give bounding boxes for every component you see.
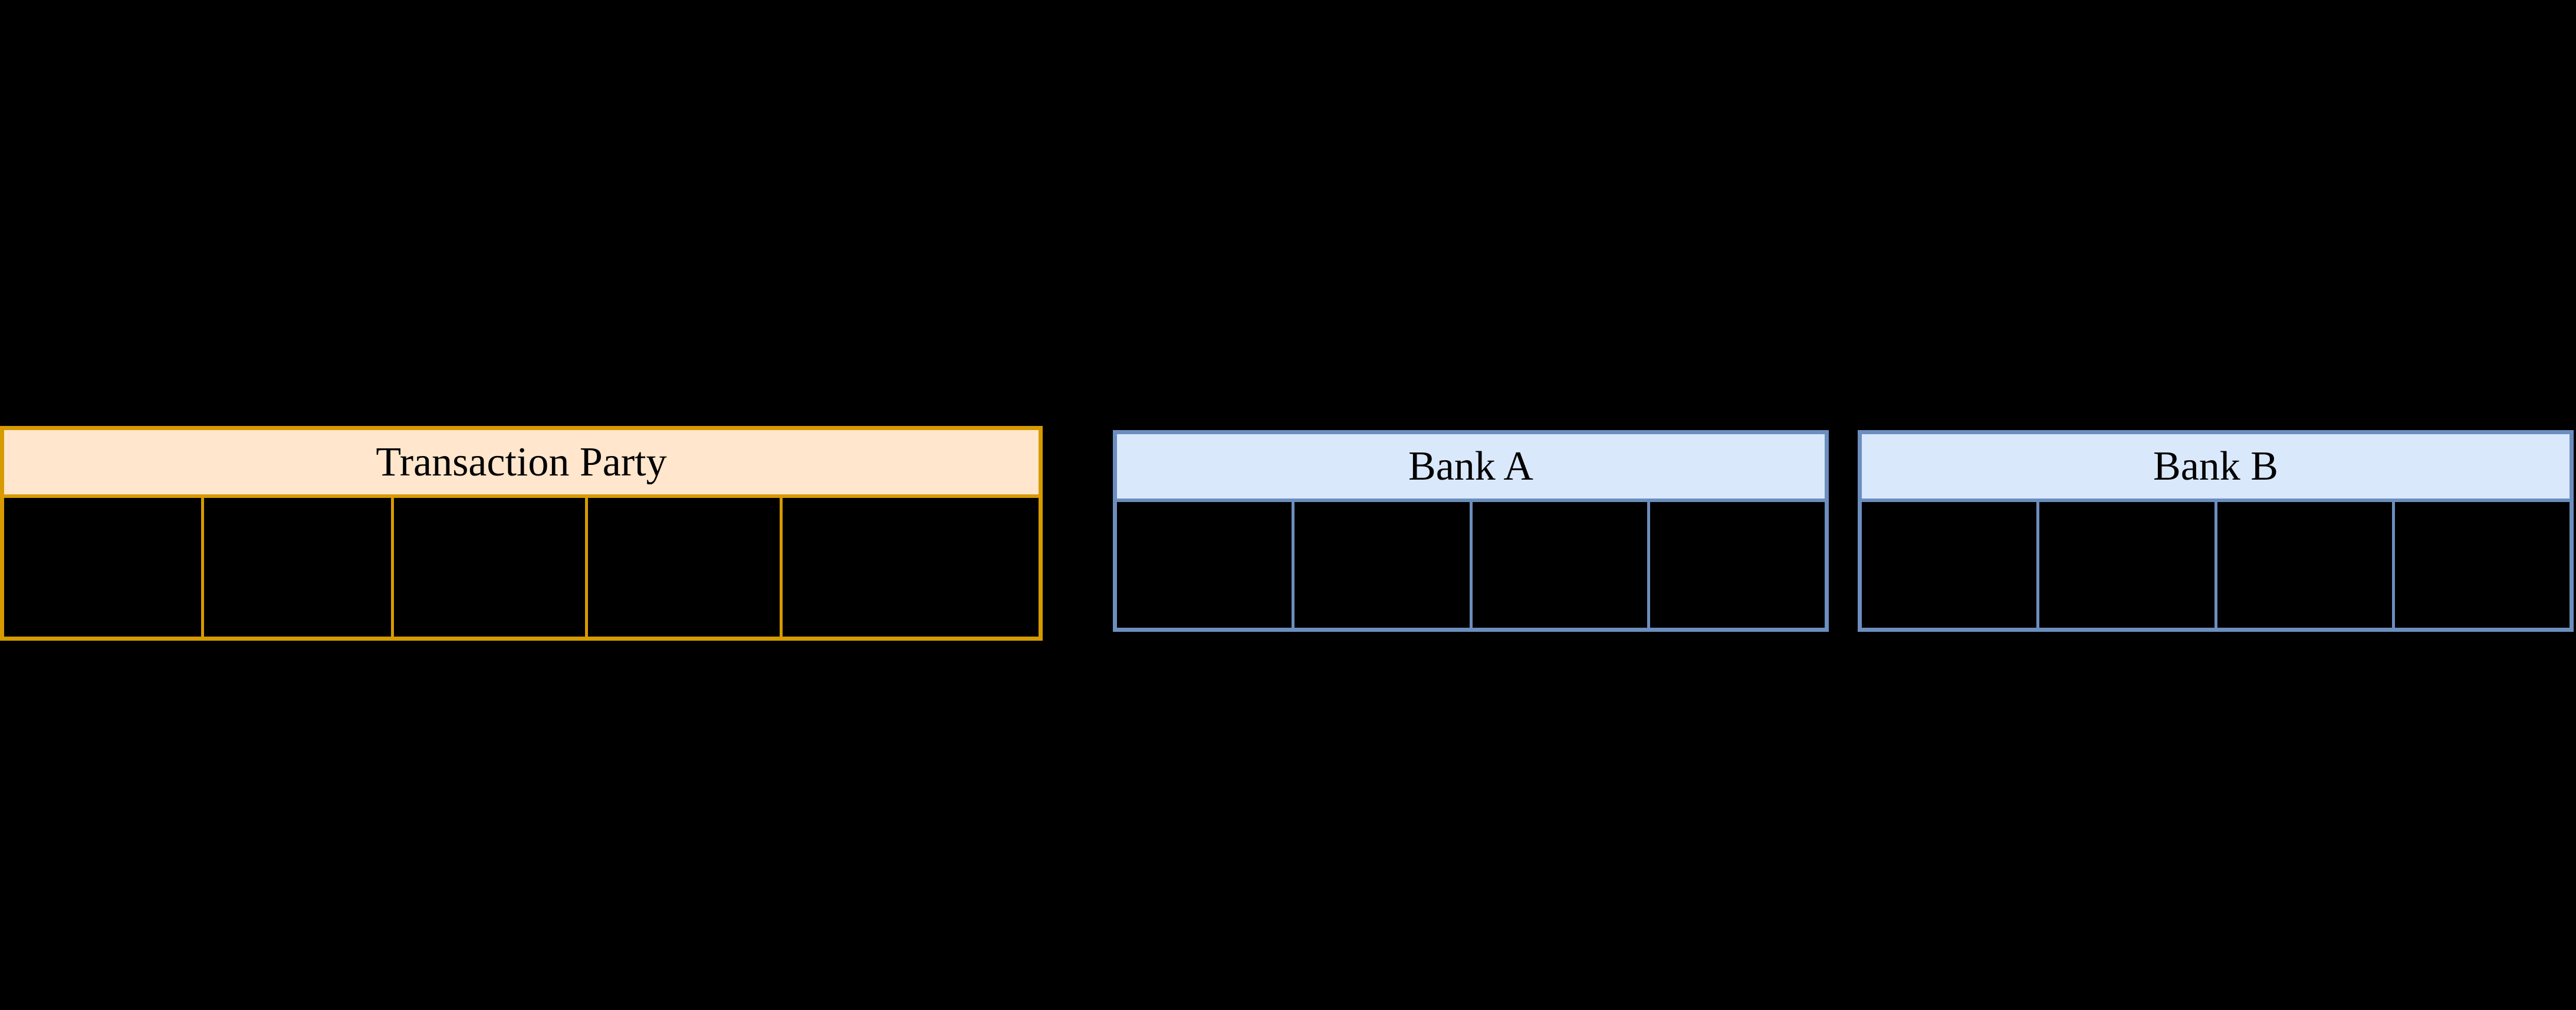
table-cell — [2039, 502, 2217, 628]
table-transaction-party: Transaction Party — [0, 426, 1043, 641]
table-cell — [394, 498, 588, 637]
table-cell — [204, 498, 394, 637]
table-body-bank-b — [1862, 502, 2570, 628]
table-cell — [2217, 502, 2395, 628]
table-bank-b: Bank B — [1858, 430, 2574, 632]
table-header-bank-a: Bank A — [1117, 434, 1825, 502]
table-bank-a: Bank A — [1113, 430, 1829, 632]
table-cell — [1294, 502, 1473, 628]
table-cell — [2395, 502, 2570, 628]
table-cell — [783, 498, 1039, 637]
table-header-bank-b: Bank B — [1862, 434, 2570, 502]
table-cell — [588, 498, 783, 637]
table-cell — [4, 498, 204, 637]
table-body-transaction-party — [4, 498, 1039, 637]
table-title-bank-b: Bank B — [2153, 443, 2278, 489]
table-title-bank-a: Bank A — [1408, 443, 1533, 489]
table-body-bank-a — [1117, 502, 1825, 628]
table-title-transaction-party: Transaction Party — [376, 439, 667, 485]
table-header-transaction-party: Transaction Party — [4, 430, 1039, 498]
table-cell — [1862, 502, 2040, 628]
table-cell — [1650, 502, 1825, 628]
table-cell — [1117, 502, 1295, 628]
table-cell — [1473, 502, 1650, 628]
